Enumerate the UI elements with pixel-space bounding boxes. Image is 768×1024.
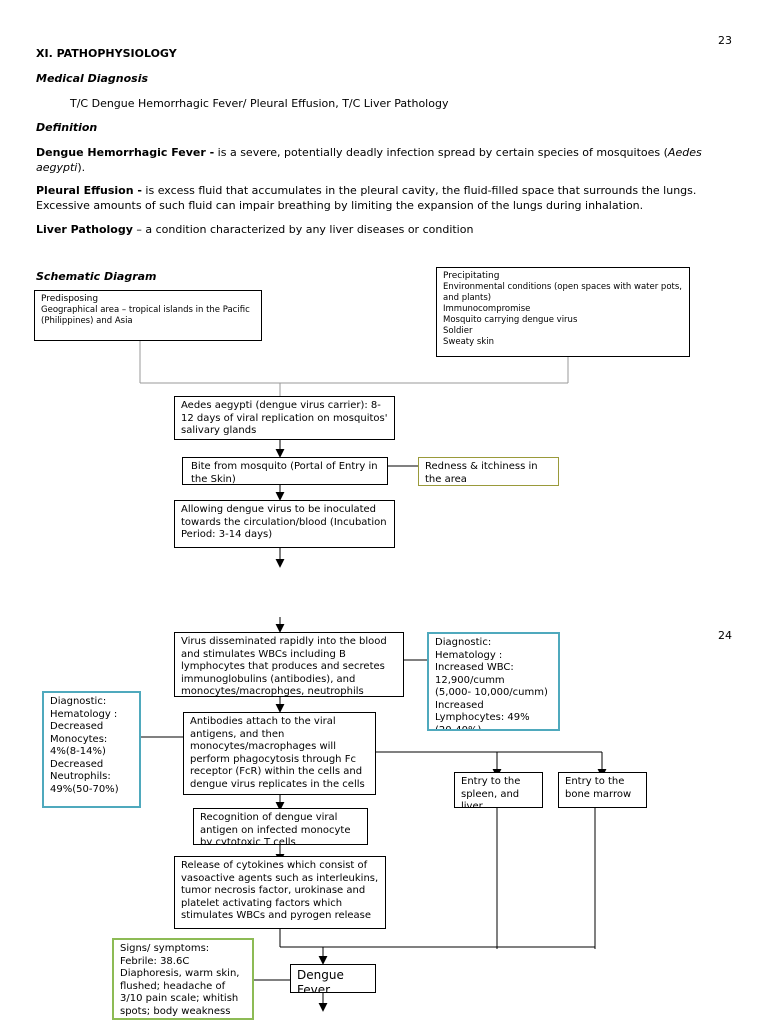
definition-heading: Definition — [36, 121, 98, 134]
inoculation-box: Allowing dengue virus to be inoculated t… — [174, 500, 395, 548]
aedes-box: Aedes aegypti (dengue virus carrier): 8-… — [174, 396, 395, 440]
definition-term: Liver Pathology — [36, 223, 133, 236]
precipitating-title: Precipitating — [443, 271, 500, 281]
precipitating-box: Precipitating Environmental conditions (… — [436, 267, 690, 357]
dissemination-box: Virus disseminated rapidly into the bloo… — [174, 632, 404, 697]
spleen-liver-box: Entry to the spleen, and liver — [454, 772, 543, 808]
recognition-box: Recognition of dengue viral antigen on i… — [193, 808, 368, 845]
diagnostic-monocytes-box: Diagnostic: Hematology : Decreased Monoc… — [42, 691, 141, 808]
predisposing-title: Predisposing — [41, 294, 99, 304]
predisposing-body: Geographical area – tropical islands in … — [41, 305, 250, 326]
schematic-heading: Schematic Diagram — [36, 270, 157, 283]
definition-liver: Liver Pathology – a condition characteri… — [36, 223, 474, 236]
bite-box: Bite from mosquito (Portal of Entry in t… — [182, 457, 388, 485]
definition-dengue: Dengue Hemorrhagic Fever - is a severe, … — [36, 146, 702, 174]
medical-diagnosis-text: T/C Dengue Hemorrhagic Fever/ Pleural Ef… — [70, 97, 449, 110]
redness-box: Redness & itchiness in the area — [418, 457, 559, 486]
section-title: XI. PATHOPHYSIOLOGY — [36, 47, 177, 60]
signs-symptoms-box: Signs/ symptoms: Febrile: 38.6C Diaphore… — [112, 938, 254, 1020]
precipitating-item: Immunocompromise — [443, 304, 531, 314]
predisposing-box: Predisposing Geographical area – tropica… — [34, 290, 262, 341]
definition-term: Dengue Hemorrhagic Fever - — [36, 146, 215, 159]
page-number-top: 23 — [718, 34, 732, 47]
diagnostic-wbc-box: Diagnostic: Hematology : Increased WBC: … — [427, 632, 560, 731]
precipitating-item: Mosquito carrying dengue virus — [443, 315, 578, 325]
precipitating-item: Soldier — [443, 326, 473, 336]
precipitating-item: Sweaty skin — [443, 337, 494, 347]
definition-term: Pleural Effusion - — [36, 184, 142, 197]
medical-diagnosis-heading: Medical Diagnosis — [36, 72, 149, 85]
antibodies-box: Antibodies attach to the viral antigens,… — [183, 712, 376, 795]
bone-marrow-box: Entry to the bone marrow — [558, 772, 647, 808]
definition-pleural: Pleural Effusion - is excess fluid that … — [36, 184, 697, 212]
cytokines-box: Release of cytokines which consist of va… — [174, 856, 386, 929]
page-number-bottom: 24 — [718, 629, 732, 642]
precipitating-item: Environmental conditions (open spaces wi… — [443, 282, 682, 303]
dengue-fever-box: Dengue Fever — [290, 964, 376, 993]
